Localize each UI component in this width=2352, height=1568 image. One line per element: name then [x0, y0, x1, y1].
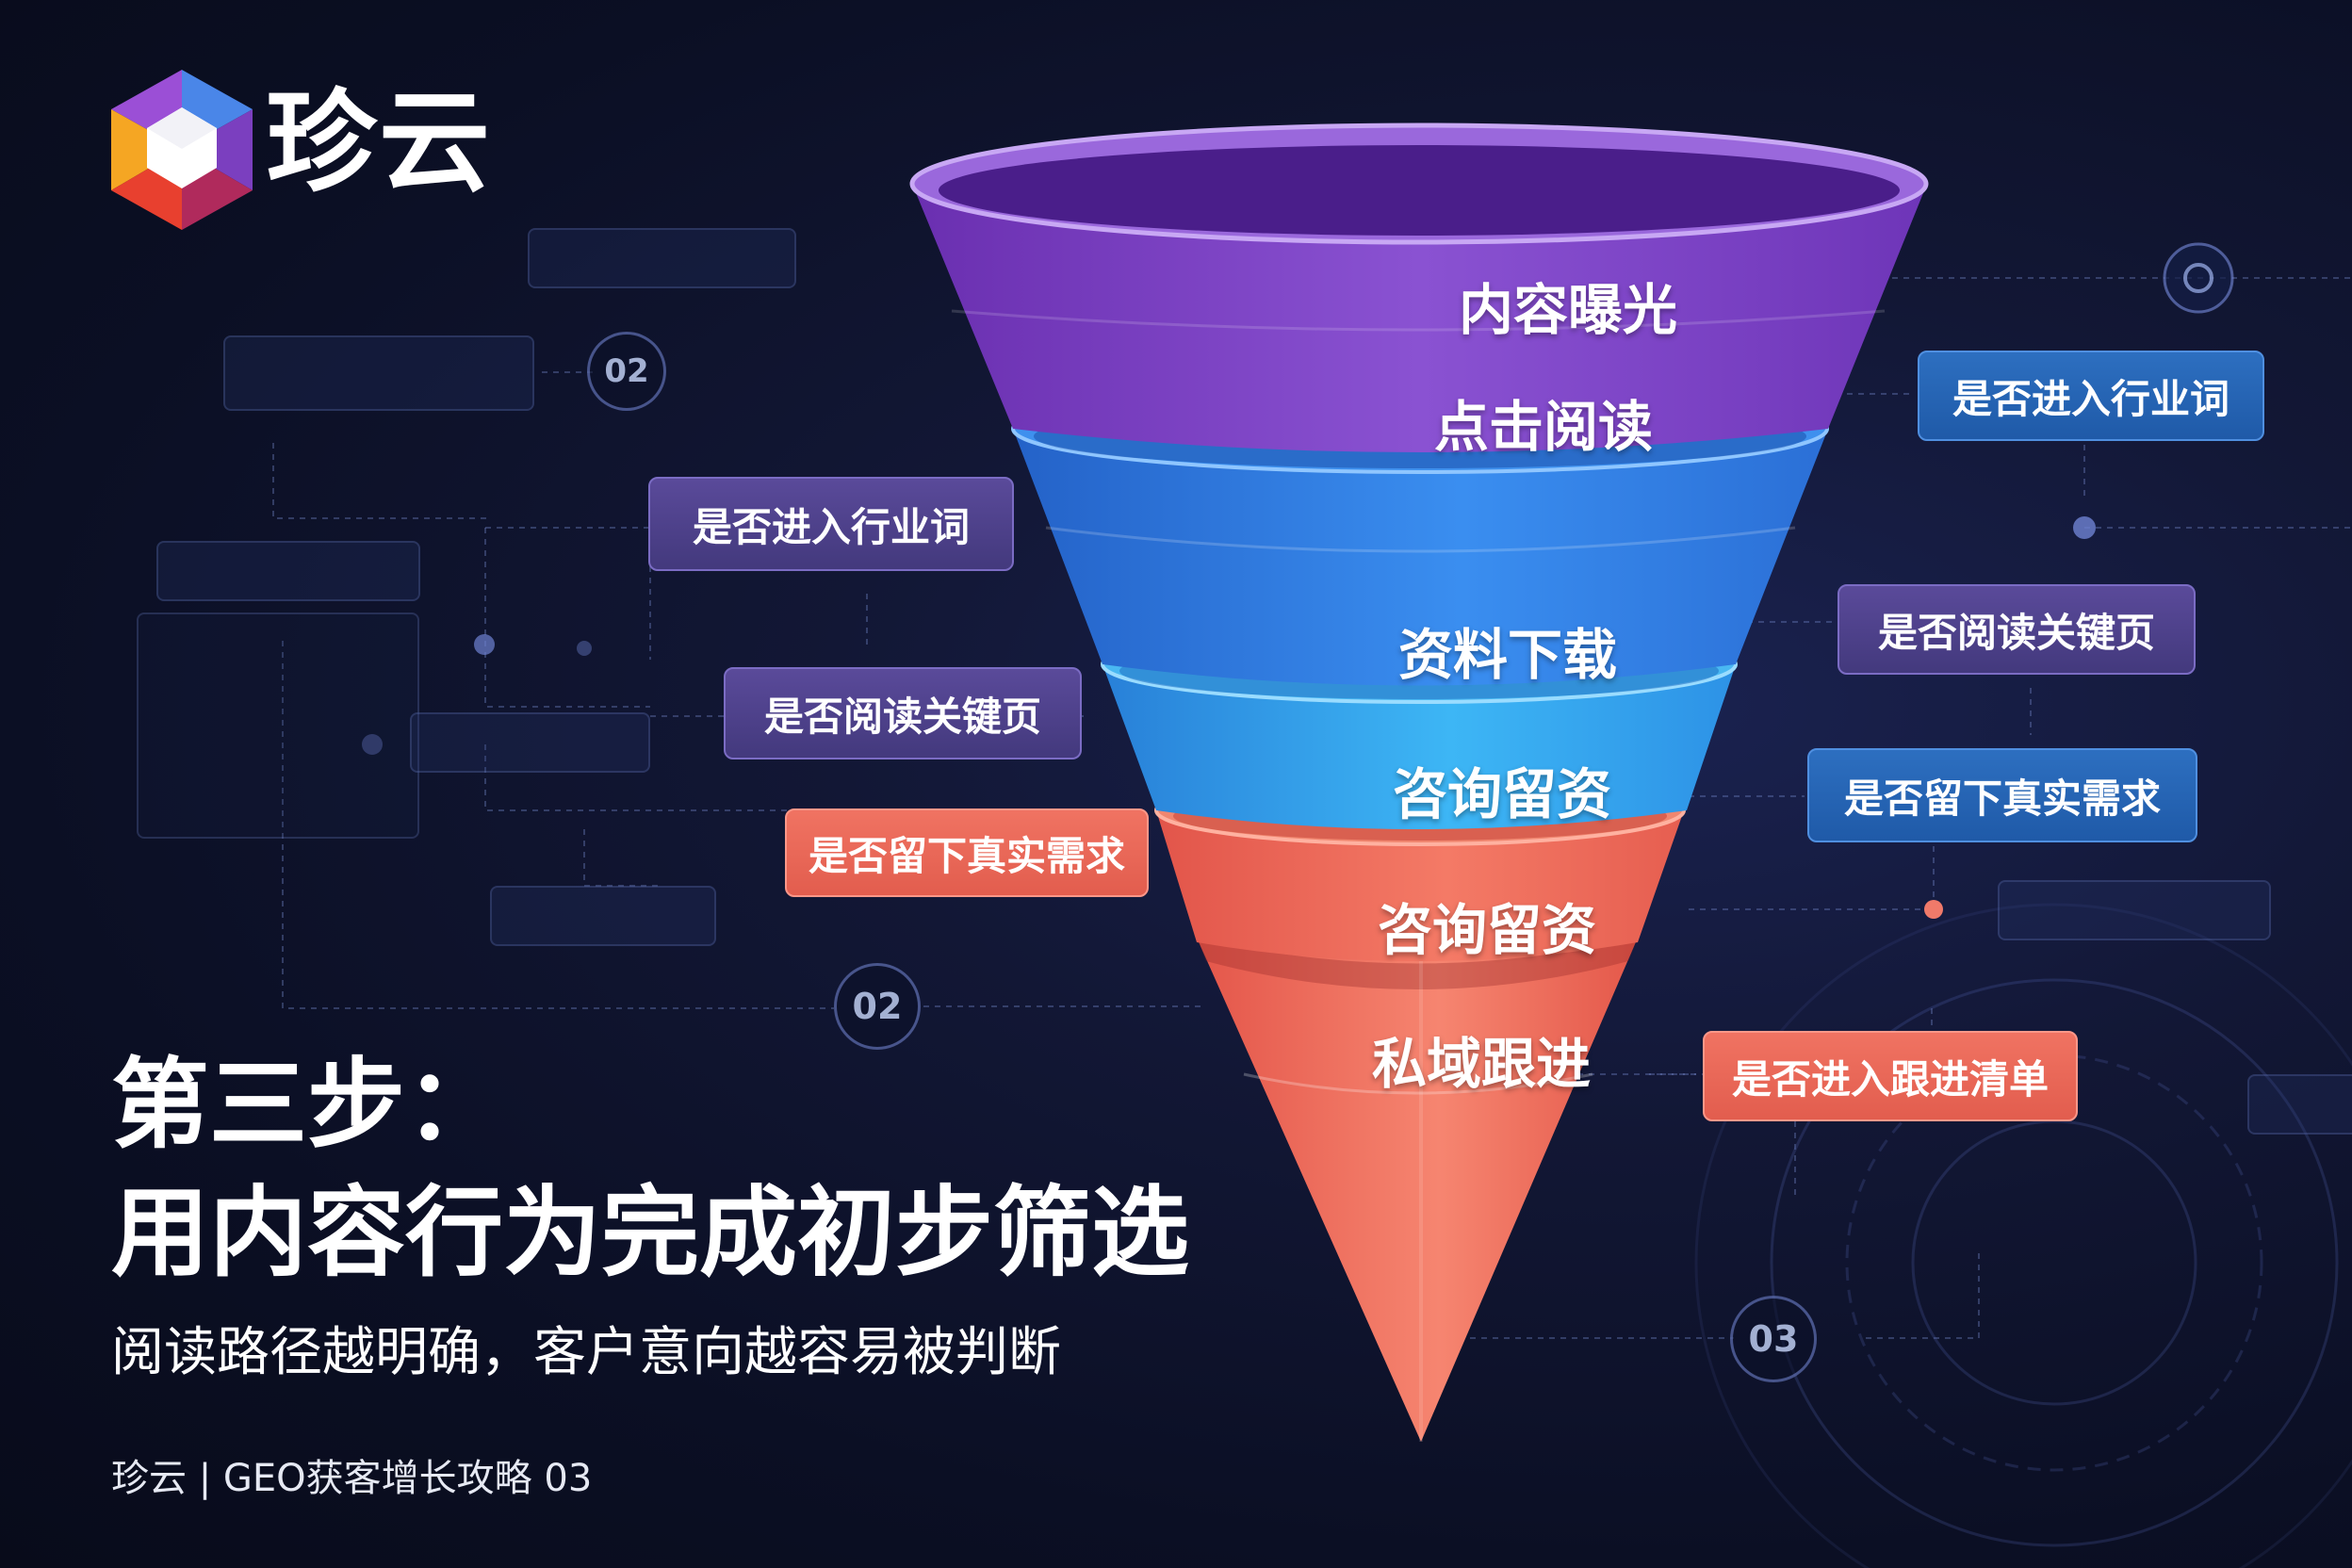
tag-left-industry-keyword: 是否进入行业词 — [648, 477, 1014, 571]
headline-step: 第三步： — [111, 1047, 504, 1162]
ghost-box-4 — [137, 612, 419, 839]
stage-label-consult-1: 咨询留资 — [1393, 762, 1612, 826]
tag-left-real-demand: 是否留下真实需求 — [785, 808, 1149, 897]
ghost-box-6 — [490, 886, 716, 946]
tag-right-industry-keyword: 是否进入行业词 — [1918, 351, 2264, 441]
ghost-box-1 — [528, 228, 796, 288]
ghost-box-5 — [410, 712, 650, 773]
tag-left-key-page: 是否阅读关键页 — [724, 667, 1082, 760]
ghost-box-3 — [156, 541, 420, 601]
tag-right-real-demand: 是否留下真实需求 — [1807, 748, 2197, 842]
stage-label-content-exposure: 内容曝光 — [1459, 278, 1678, 342]
funnel-tier-purple — [909, 122, 1929, 452]
funnel-tier-cone — [1197, 938, 1638, 1442]
tag-right-followup-list: 是否进入跟进清单 — [1703, 1031, 2078, 1121]
tag-right-key-page: 是否阅读关键页 — [1838, 584, 2196, 675]
ghost-box-7 — [1998, 880, 2271, 940]
step-number-02-top: 02 — [587, 332, 666, 411]
subtitle: 阅读路径越明确，客户意向越容易被判断 — [111, 1322, 1061, 1383]
stage-label-click-read: 点击阅读 — [1434, 395, 1654, 459]
step-number-03: 03 — [1730, 1296, 1817, 1382]
headline-title: 用内容行为完成初步筛选 — [111, 1175, 1190, 1290]
ghost-box-2 — [223, 335, 534, 411]
footer-caption: 珍云 | GEO获客增长攻略 03 — [111, 1457, 593, 1500]
stage-label-private-followup: 私域跟进 — [1372, 1032, 1592, 1096]
stage-label-consult-2: 咨询留资 — [1378, 898, 1597, 962]
ghost-box-8 — [2247, 1074, 2352, 1135]
step-number-02-bottom: 02 — [834, 963, 921, 1050]
hexagon-cube-icon — [111, 70, 253, 230]
brand-name: 珍云 — [266, 77, 493, 207]
stage-label-download: 资料下载 — [1398, 623, 1618, 687]
